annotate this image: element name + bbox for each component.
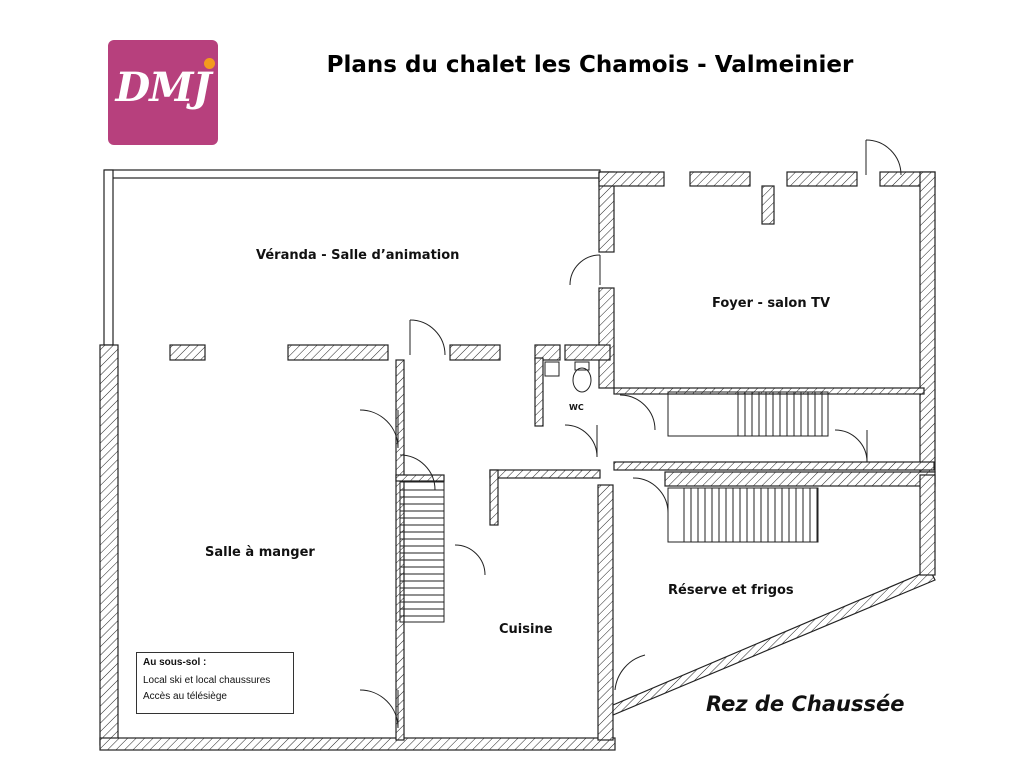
floor-label: Rez de Chaussée [706,692,905,716]
note-line: Accès au télésiège [143,691,227,702]
room-label-foyer: Foyer - salon TV [712,296,831,311]
note-line: Local ski et local chaussures [143,675,271,686]
logo-dot [204,58,215,69]
note-heading: Au sous-sol : [143,657,207,668]
room-label-wc: WC [569,403,584,412]
doors [359,139,902,729]
logo: DMJ [108,40,218,145]
stair-treads [400,392,823,617]
wc-fixtures [544,361,592,393]
room-label-cuisine: Cuisine [499,622,553,637]
basement-note: Au sous-sol : Local ski et local chaussu… [136,652,294,714]
room-label-reserve: Réserve et frigos [668,583,794,598]
room-label-veranda: Véranda - Salle d’animation [256,248,460,263]
stairs [399,391,829,623]
room-label-salle: Salle à manger [205,545,315,560]
logo-text: DMJ [115,64,212,111]
walls [99,169,936,751]
page-title: Plans du chalet les Chamois - Valmeinier [326,52,854,78]
